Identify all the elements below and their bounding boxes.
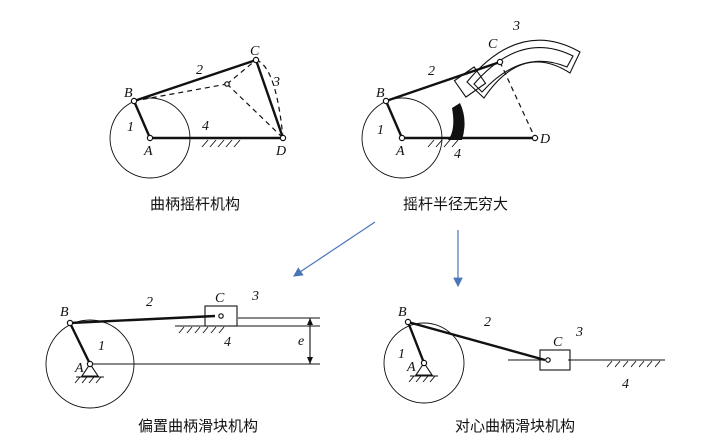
label-4-3: 4 (224, 335, 231, 350)
label-C-4: C (553, 335, 563, 350)
link-1c (68, 322, 92, 365)
caption-infinite-rocker: 摇杆半径无穷大 (403, 195, 508, 213)
caption-offset-slider: 偏置曲柄滑块机构 (138, 417, 258, 435)
label-e: e (298, 334, 304, 349)
label-1-3: 1 (98, 339, 105, 354)
label-C-2: C (488, 37, 498, 52)
label-C-3: C (215, 291, 225, 306)
slider-3 (453, 66, 487, 98)
offset-slider-panel: B A C 1 2 3 4 e 偏置曲柄滑块机构 (45, 289, 320, 435)
label-A-4: A (406, 360, 416, 375)
crank-rocker-panel: B A C D 1 2 3 4 曲柄摇杆机构 (109, 44, 287, 213)
link-1 (132, 100, 152, 139)
link-3 (254, 59, 285, 139)
label-A: A (143, 144, 153, 159)
link-2 (133, 58, 257, 103)
label-B-3: B (60, 305, 69, 320)
label-2: 2 (196, 63, 203, 78)
label-B: B (124, 86, 133, 101)
label-1-4: 1 (398, 347, 405, 362)
slider-block-3 (204, 305, 238, 327)
label-A-2: A (395, 144, 405, 159)
link-2c (69, 314, 216, 325)
curved-guide-inner (473, 47, 574, 93)
centric-slider-panel: B A C 1 2 3 4 对心曲柄滑块机构 (383, 305, 665, 435)
label-D: D (275, 144, 286, 159)
ground-hatch-3 (74, 326, 225, 384)
caption-centric-slider: 对心曲柄滑块机构 (455, 417, 575, 435)
label-1-2: 1 (377, 123, 384, 138)
infinite-rocker-panel: B A C D 1 2 3 4 摇杆半径无穷大 (361, 19, 581, 213)
label-2-4: 2 (484, 315, 491, 330)
ground-hatch-1 (201, 139, 241, 148)
label-B-2: B (376, 86, 385, 101)
slider-block-4 (539, 349, 571, 371)
label-1: 1 (127, 120, 134, 135)
ground-hatch-2 (427, 139, 459, 148)
label-3-2: 3 (512, 19, 520, 34)
label-C: C (250, 44, 260, 59)
label-4-2: 4 (454, 147, 461, 162)
link-2d (407, 320, 546, 362)
link-1d (406, 321, 426, 364)
label-4: 4 (202, 119, 209, 134)
link-2b (385, 60, 501, 103)
label-A-3: A (74, 361, 84, 376)
curved-guide-outer (466, 39, 581, 99)
caption-crank-rocker: 曲柄摇杆机构 (150, 195, 240, 213)
label-3-4: 3 (575, 325, 583, 340)
rocker-arc (255, 59, 284, 139)
label-2-3: 2 (146, 295, 153, 310)
arrow-to-offset (293, 221, 376, 277)
frame-wedge (448, 103, 465, 140)
ground-hatch-4 (408, 360, 661, 383)
crank-circle-4 (383, 322, 465, 404)
label-B-4: B (398, 305, 407, 320)
label-D-2: D (539, 132, 550, 147)
label-4-4: 4 (622, 377, 629, 392)
link-1b (384, 100, 404, 139)
label-3: 3 (272, 75, 280, 90)
label-3-3: 3 (251, 289, 259, 304)
label-2-2: 2 (428, 64, 435, 79)
